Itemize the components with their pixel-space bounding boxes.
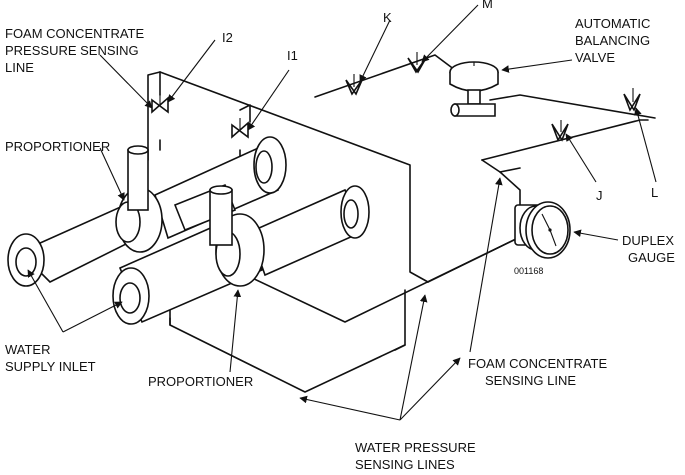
label-foam-concentrate-pressure-sensing-line: FOAM CONCENTRATE PRESSURE SENSING LINE [5, 26, 148, 75]
label-i2: I2 [222, 30, 233, 45]
valve-j [551, 120, 569, 142]
label-foam-concentrate-sensing-line: FOAM CONCENTRATE SENSING LINE [468, 356, 611, 388]
label-j: J [596, 188, 603, 203]
label-k: K [383, 10, 392, 25]
duplex-gauge [514, 201, 571, 259]
label-water-supply-inlet: WATER SUPPLY INLET [5, 342, 96, 374]
label-proportioner-top: PROPORTIONER [5, 139, 110, 154]
valve-i1 [231, 118, 249, 139]
valve-m [407, 52, 427, 74]
label-m: M [482, 0, 493, 11]
label-proportioner-bottom: PROPORTIONER [148, 374, 253, 389]
foam-concentrate-pressure-sensing-line [147, 71, 519, 283]
leader-arrows [27, 4, 657, 421]
label-l: L [651, 185, 658, 200]
valve-i2 [151, 94, 169, 114]
valve-k [345, 74, 363, 96]
proportioner-bottom [112, 185, 370, 325]
label-duplex-gauge: DUPLEX GAUGE [622, 233, 678, 265]
valve-l [623, 88, 641, 112]
label-figure-code: 001168 [514, 266, 543, 276]
label-water-pressure-sensing-lines: WATER PRESSURE SENSING LINES [355, 440, 479, 472]
top-valve-manifold-line [314, 54, 656, 173]
automatic-balancing-valve [449, 61, 499, 117]
label-automatic-balancing-valve: AUTOMATIC BALANCING VALVE [575, 16, 654, 65]
label-i1: I1 [287, 48, 298, 63]
